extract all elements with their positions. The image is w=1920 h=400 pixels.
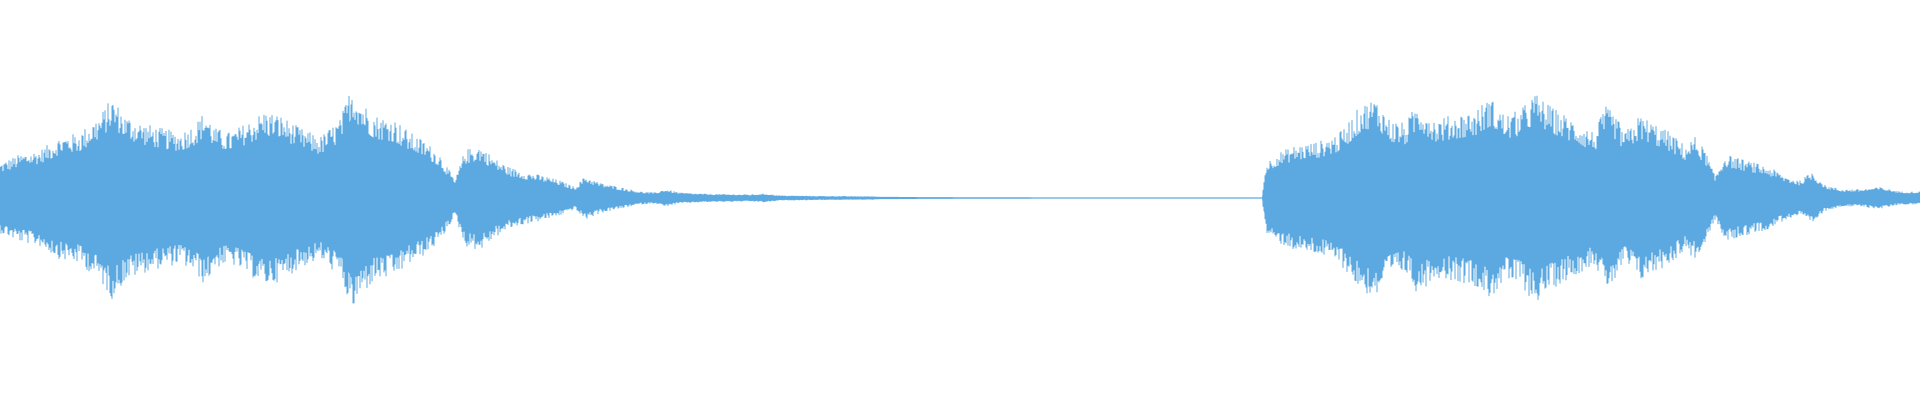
waveform-channel	[0, 95, 1920, 304]
waveform-samples	[0, 95, 1920, 304]
